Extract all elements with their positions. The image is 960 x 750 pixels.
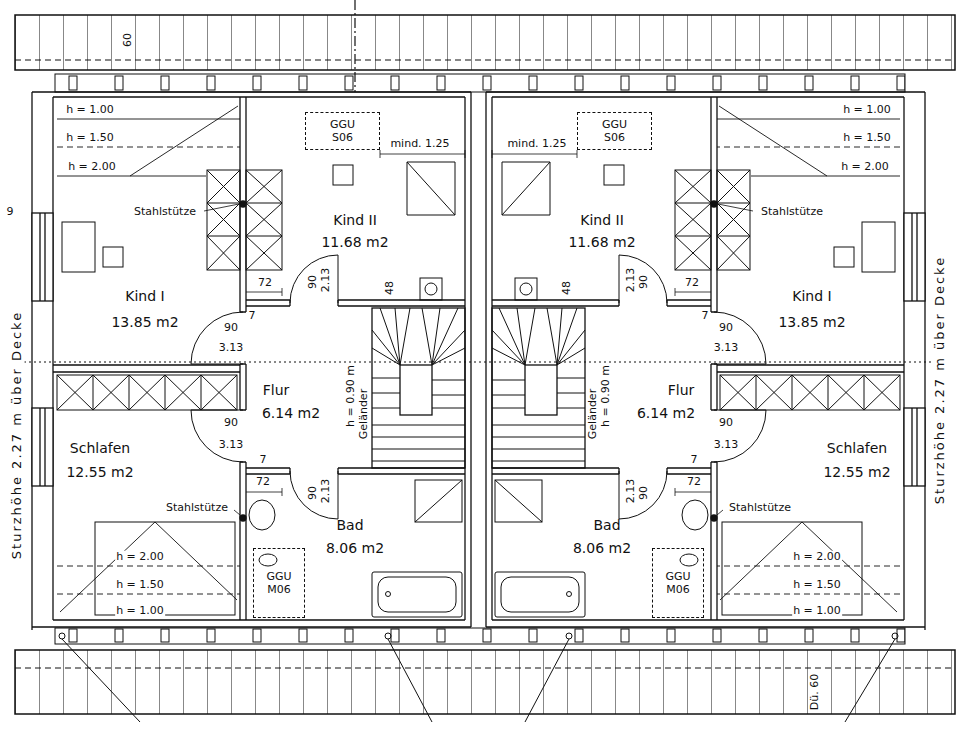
room-name: Kind I (125, 288, 164, 304)
room-size: 12.55 m2 (66, 464, 133, 480)
plan-annotation: Dü. 60 (809, 673, 822, 711)
plan-annotation: 7 (248, 310, 257, 323)
room-area: Kind II 11.68 m2 GGU S06 (493, 100, 710, 299)
plan-annotation: Stahlstütze (133, 206, 197, 219)
roof-window-label: GGU S06 (602, 118, 627, 144)
plan-annotation: 90 (307, 485, 320, 501)
roof-window-label: GGU M06 (266, 570, 291, 596)
roof-window-box: GGU S06 (305, 112, 380, 150)
room-size: 12.55 m2 (823, 464, 890, 480)
plan-annotation: Stahlstütze (728, 502, 792, 515)
plan-annotation: 72 (684, 277, 700, 290)
plan-annotation: 48 (561, 280, 574, 296)
plan-annotation: 72 (255, 476, 271, 489)
room-area: Bad 8.06 m2 GGU M06 (247, 475, 464, 619)
plan-annotation: 3.13 (713, 439, 740, 452)
plan-annotation: h = 1.00 (65, 104, 115, 117)
plan-annotation: 90 (223, 417, 239, 430)
plan-annotation: Stahlstütze (165, 502, 229, 515)
room-name: Flur (668, 382, 695, 398)
plan-annotation: 48 (384, 280, 397, 296)
room-size: 13.85 m2 (778, 314, 845, 330)
plan-annotation: 9 (6, 206, 15, 219)
room-name: Bad (336, 517, 363, 533)
plan-annotation: h = 1.00 (842, 104, 892, 117)
room-size: 11.68 m2 (568, 234, 635, 250)
plan-annotation: h = 1.50 (842, 132, 892, 145)
roof-window-box: GGU M06 (253, 548, 305, 618)
plan-annotation: 90 (638, 274, 651, 290)
plan-annotation: h = 2.00 (67, 161, 117, 174)
roof-window-box: GGU M06 (652, 548, 704, 618)
plan-annotation: Geländer (587, 388, 600, 440)
plan-annotation: Geländer (358, 388, 371, 440)
plan-annotation: mind. 1.25 (389, 138, 450, 151)
lintel-height-note: Sturzhöhe 2.27 m über Decke (10, 310, 25, 560)
plan-annotation: h = 1.50 (65, 132, 115, 145)
plan-annotation: h = 0.90 m (600, 364, 613, 428)
plan-annotation: 7 (690, 454, 699, 467)
plan-annotation: 90 (718, 417, 734, 430)
plan-annotation: 3.13 (218, 439, 245, 452)
plan-annotation: h = 2.00 (840, 161, 890, 174)
room-size: 13.85 m2 (111, 314, 178, 330)
room-size: 8.06 m2 (326, 540, 384, 556)
plan-annotation: 2.13 (625, 478, 638, 505)
room-size: 11.68 m2 (321, 234, 388, 250)
plan-annotation: 2.13 (625, 267, 638, 294)
roof-window-box: GGU S06 (577, 112, 652, 150)
plan-annotation: 60 (122, 32, 135, 48)
room-name: Kind II (333, 212, 377, 228)
room-name: Kind I (792, 288, 831, 304)
lintel-height-note: Sturzhöhe 2.27 m über Decke (933, 255, 948, 505)
plan-annotation: h = 1.00 (115, 605, 165, 618)
room-name: Schlafen (827, 440, 887, 456)
room-name: Bad (593, 517, 620, 533)
plan-annotation: h = 2.00 (792, 551, 842, 564)
plan-annotation: h = 2.00 (115, 551, 165, 564)
plan-annotation: 90 (223, 322, 239, 335)
roof-window-label: GGU S06 (330, 118, 355, 144)
room-size: 6.14 m2 (637, 405, 695, 421)
room-name: Schlafen (70, 440, 130, 456)
room-area: Kind II 11.68 m2 GGU S06 (247, 100, 464, 299)
room-area: Bad 8.06 m2 GGU M06 (493, 475, 710, 619)
plan-annotation: 3.13 (218, 342, 245, 355)
plan-annotation: 90 (638, 485, 651, 501)
plan-annotation: h = 1.50 (115, 579, 165, 592)
room-name: Flur (263, 382, 290, 398)
plan-annotation: 90 (307, 274, 320, 290)
room-size: 8.06 m2 (573, 540, 631, 556)
room-name: Kind II (580, 212, 624, 228)
plan-annotation: 90 (718, 322, 734, 335)
plan-annotation: h = 0.90 m (345, 364, 358, 428)
plan-annotation: 3.13 (713, 342, 740, 355)
roof-window-label: GGU M06 (665, 570, 690, 596)
plan-annotation: Stahlstütze (760, 206, 824, 219)
plan-annotation: 72 (257, 277, 273, 290)
plan-annotation: h = 1.50 (792, 579, 842, 592)
room-size: 6.14 m2 (262, 405, 320, 421)
plan-annotation: 7 (701, 310, 710, 323)
plan-annotation: 2.13 (320, 478, 333, 505)
plan-annotation: h = 1.00 (792, 605, 842, 618)
plan-annotation: mind. 1.25 (506, 138, 567, 151)
plan-annotation: 2.13 (320, 267, 333, 294)
plan-annotation: 7 (259, 454, 268, 467)
plan-annotation: 72 (686, 476, 702, 489)
